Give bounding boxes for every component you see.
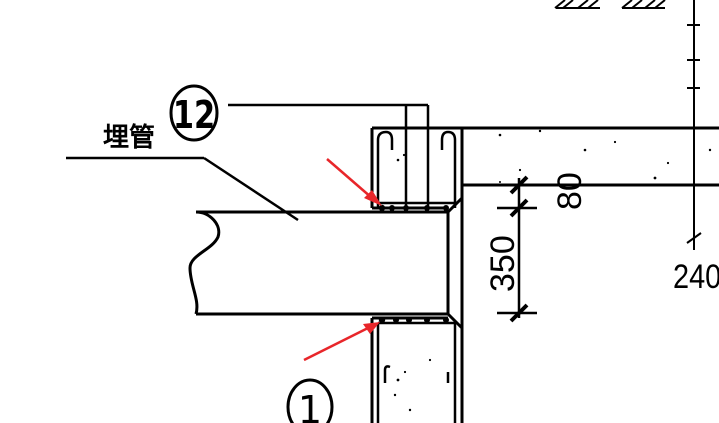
top-hatch-marks <box>554 0 666 9</box>
callout-1: 1 <box>286 378 334 423</box>
upper-wall <box>370 128 464 210</box>
embedded-pipe <box>188 210 450 316</box>
lower-rebar-dots <box>378 316 449 412</box>
red-arrow-lower <box>303 322 380 362</box>
embedded-pipe-leader <box>66 156 299 222</box>
right-dimension-line <box>686 0 702 250</box>
callout-12-leader <box>228 103 430 210</box>
red-arrow-upper <box>326 158 382 206</box>
callout-12: 12 <box>169 84 219 142</box>
slab-aggregate-dots <box>498 129 712 183</box>
embedded-pipe-label: 埋管 <box>103 123 155 153</box>
floor-slab <box>372 126 719 187</box>
lower-stirrup <box>376 321 457 423</box>
wall-step <box>446 185 464 330</box>
upper-stirrup <box>376 130 457 208</box>
callout-1-number: 1 <box>298 388 322 423</box>
dimension-80: 80 <box>551 172 589 210</box>
dimension-chain <box>497 175 537 323</box>
dimension-240: 240 <box>673 257 719 296</box>
dimension-350: 350 <box>484 235 522 292</box>
callout-12-number: 12 <box>173 94 215 138</box>
